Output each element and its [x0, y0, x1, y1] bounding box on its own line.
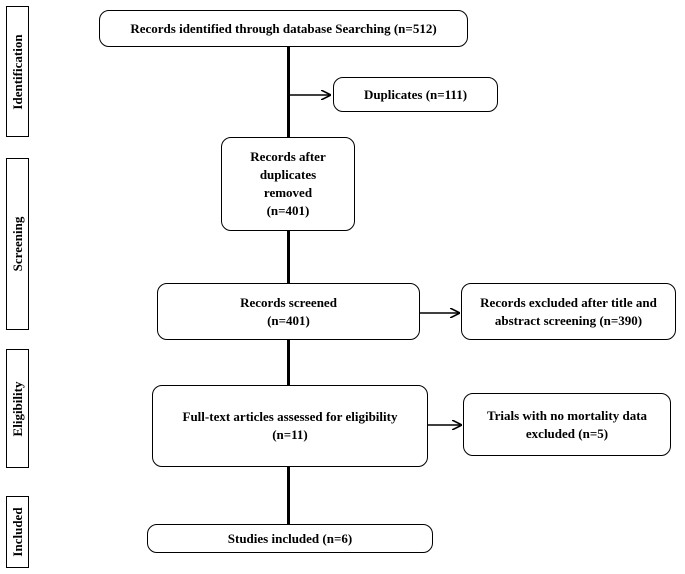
box-studies-included: Studies included (n=6) [147, 524, 433, 553]
stage-eligibility: Eligibility [6, 349, 29, 468]
box-no-mortality: Trials with no mortality data excluded (… [463, 393, 671, 456]
box-duplicates: Duplicates (n=111) [333, 77, 498, 112]
box-records-after-duplicates: Records after duplicates removed (n=401) [221, 137, 355, 231]
box-records-excluded-title: Records excluded after title and abstrac… [461, 283, 676, 340]
stage-screening: Screening [6, 158, 29, 330]
stage-included: Included [6, 496, 29, 568]
stage-identification: Identification [6, 6, 29, 137]
box-fulltext-assessed: Full-text articles assessed for eligibil… [152, 385, 428, 467]
box-records-screened: Records screened (n=401) [157, 283, 420, 340]
box-records-identified: Records identified through database Sear… [99, 10, 468, 47]
